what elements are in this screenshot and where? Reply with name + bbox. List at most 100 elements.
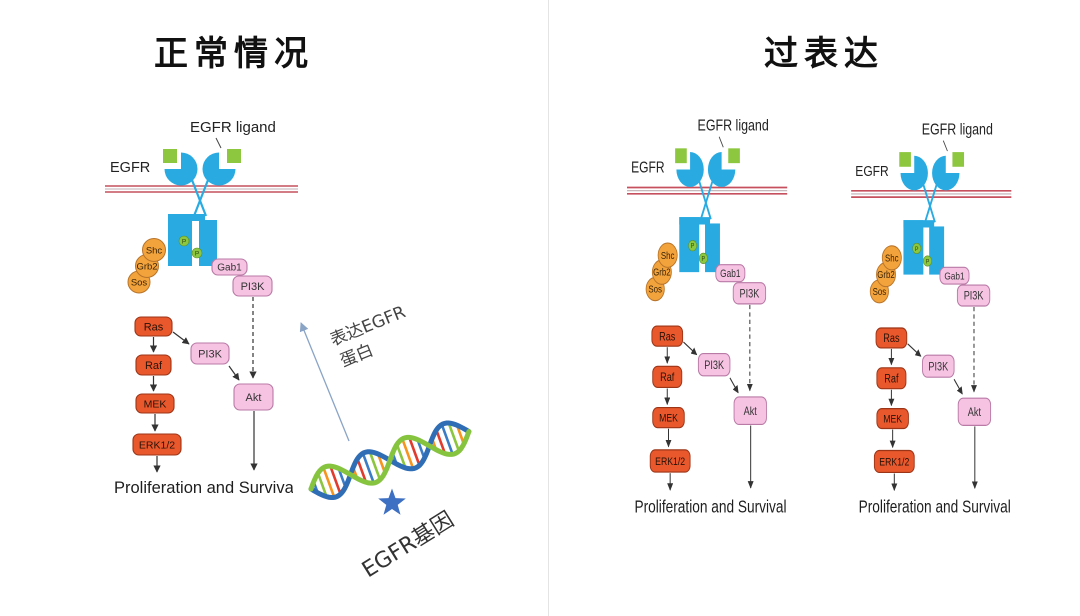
- dna-helix-icon: [308, 420, 472, 501]
- receptor-stalk-right: [192, 179, 210, 217]
- phospho-label: P: [926, 258, 930, 266]
- dna-rung: [440, 424, 454, 455]
- adaptor-shc-circle: [881, 245, 902, 271]
- receptor-stalk-left: [922, 184, 936, 223]
- adaptor-shc-label: Shc: [885, 253, 899, 264]
- gab1-node: Gab1: [939, 266, 970, 285]
- receptor-lobe-left: [164, 152, 198, 186]
- phospho-site: [923, 255, 932, 267]
- dna-rung: [447, 422, 461, 452]
- raf-node: Raf: [652, 365, 683, 389]
- adaptor-grb2-label: Grb2: [877, 269, 895, 280]
- arrow-pi3k-to-akt: [953, 378, 963, 395]
- adaptor-shc-circle: [142, 238, 166, 262]
- erk-node-box: [873, 449, 915, 474]
- pi3k-downstream-node: PI3K: [922, 354, 955, 378]
- pi3k-downstream-node-label: PI3K: [198, 348, 223, 360]
- receptor-lobe-right: [932, 155, 960, 191]
- phospho-site: [191, 247, 203, 259]
- receptor-stalk-left: [190, 179, 208, 217]
- outcome-label: Proliferation and Survival: [634, 498, 786, 517]
- adaptor-shc-label: Shc: [146, 245, 163, 256]
- receptor-stalk-left: [698, 180, 712, 220]
- overexpression-pathway-diagram-1: EGFR ligandEGFRPPSosGrb2ShcGab1PI3KRasRa…: [626, 117, 788, 517]
- erk-node: ERK1/2: [649, 449, 691, 473]
- pi3k-downstream-node: PI3K: [190, 342, 230, 365]
- arrow-ras-to-pi3k: [172, 331, 190, 345]
- adaptor-shc-label: Shc: [661, 250, 675, 261]
- ras-node-box: [651, 325, 684, 347]
- akt-node-label: Akt: [968, 407, 981, 419]
- ras-node: Ras: [134, 316, 173, 337]
- ligand-label-leader: [942, 140, 948, 152]
- ras-node: Ras: [875, 327, 908, 349]
- ras-node-box: [134, 316, 173, 337]
- gab1-node-label: Gab1: [720, 268, 740, 280]
- phospho-site: [698, 252, 708, 264]
- dna-rung: [401, 438, 415, 470]
- erk-node: ERK1/2: [873, 449, 915, 474]
- mek-node-label: MEK: [883, 414, 902, 426]
- receptor-label: EGFR: [110, 160, 150, 176]
- ligand-label-leader: [718, 136, 724, 148]
- mek-node-label: MEK: [144, 398, 167, 410]
- pi3k-upstream-node-label: PI3K: [740, 289, 760, 301]
- dna-rung: [368, 451, 382, 481]
- akt-node: Akt: [233, 383, 274, 411]
- arrow-pi3k-to-akt: [228, 365, 240, 381]
- ligand-left: [675, 148, 687, 164]
- mek-node-box: [876, 408, 909, 430]
- kinase-domain-right: [705, 223, 720, 273]
- kinase-domain-right: [199, 220, 217, 266]
- raf-node-label: Raf: [884, 374, 898, 386]
- star-icon: [378, 488, 406, 515]
- akt-node-box: [733, 396, 767, 426]
- dna-rung: [361, 452, 375, 484]
- gab1-node-label: Gab1: [217, 263, 242, 274]
- phospho-label: P: [182, 238, 186, 245]
- arrow-pi3k-to-akt: [729, 377, 739, 394]
- mek-node-box: [652, 406, 685, 429]
- ligand-label-leader: [215, 137, 222, 149]
- overexpression-pathway-diagram-2: EGFR ligandEGFRPPSosGrb2ShcGab1PI3KRasRa…: [851, 121, 1012, 517]
- gab1-node-box: [211, 258, 248, 276]
- gab1-node: Gab1: [715, 264, 746, 283]
- pi3k-upstream-node: PI3K: [732, 282, 767, 305]
- raf-node: Raf: [876, 367, 907, 390]
- dna-strand-green: [308, 429, 472, 492]
- pi3k-upstream-node: PI3K: [232, 275, 273, 297]
- mek-node-box: [135, 393, 175, 414]
- pi3k-downstream-node-label: PI3K: [928, 361, 948, 373]
- pi3k-downstream-node: PI3K: [697, 353, 731, 377]
- ligand-label: EGFR ligand: [922, 121, 993, 139]
- kinase-domain-right: [929, 226, 945, 275]
- erk-node-label: ERK1/2: [879, 457, 909, 469]
- gene-label: EGFR基因: [358, 507, 459, 583]
- erk-node-label: ERK1/2: [139, 439, 175, 451]
- ras-node-label: Ras: [144, 321, 164, 333]
- pi3k-upstream-node-label: PI3K: [241, 281, 266, 293]
- outcome-label: Proliferation and Survival: [859, 498, 1011, 517]
- adaptor-sos-label: Sos: [873, 286, 887, 297]
- receptor-stalk-right: [924, 184, 938, 223]
- phospho-site: [178, 235, 190, 247]
- gab1-node-box: [939, 266, 970, 285]
- overexpression-panel-title: 过表达: [764, 34, 884, 74]
- pi3k-downstream-node-box: [697, 353, 731, 377]
- erk-node-box: [132, 433, 182, 456]
- mek-node: MEK: [135, 393, 175, 414]
- akt-node: Akt: [733, 396, 767, 426]
- receptor-lobe-left: [900, 155, 928, 191]
- adaptor-sos-label: Sos: [648, 284, 662, 295]
- ligand-left: [163, 149, 177, 163]
- raf-node-box: [876, 367, 907, 390]
- outcome-label: Proliferation and Surviva: [114, 479, 295, 497]
- adaptor-grb2-label: Grb2: [653, 267, 670, 278]
- receptor-label: EGFR: [631, 159, 664, 176]
- adaptor-shc: Shc: [142, 238, 166, 262]
- adaptor-grb2-label: Grb2: [136, 261, 157, 272]
- akt-node-label: Akt: [744, 406, 757, 418]
- phospho-label: P: [691, 243, 695, 251]
- ligand-label: EGFR ligand: [190, 119, 276, 136]
- pi3k-upstream-node-box: [232, 275, 273, 297]
